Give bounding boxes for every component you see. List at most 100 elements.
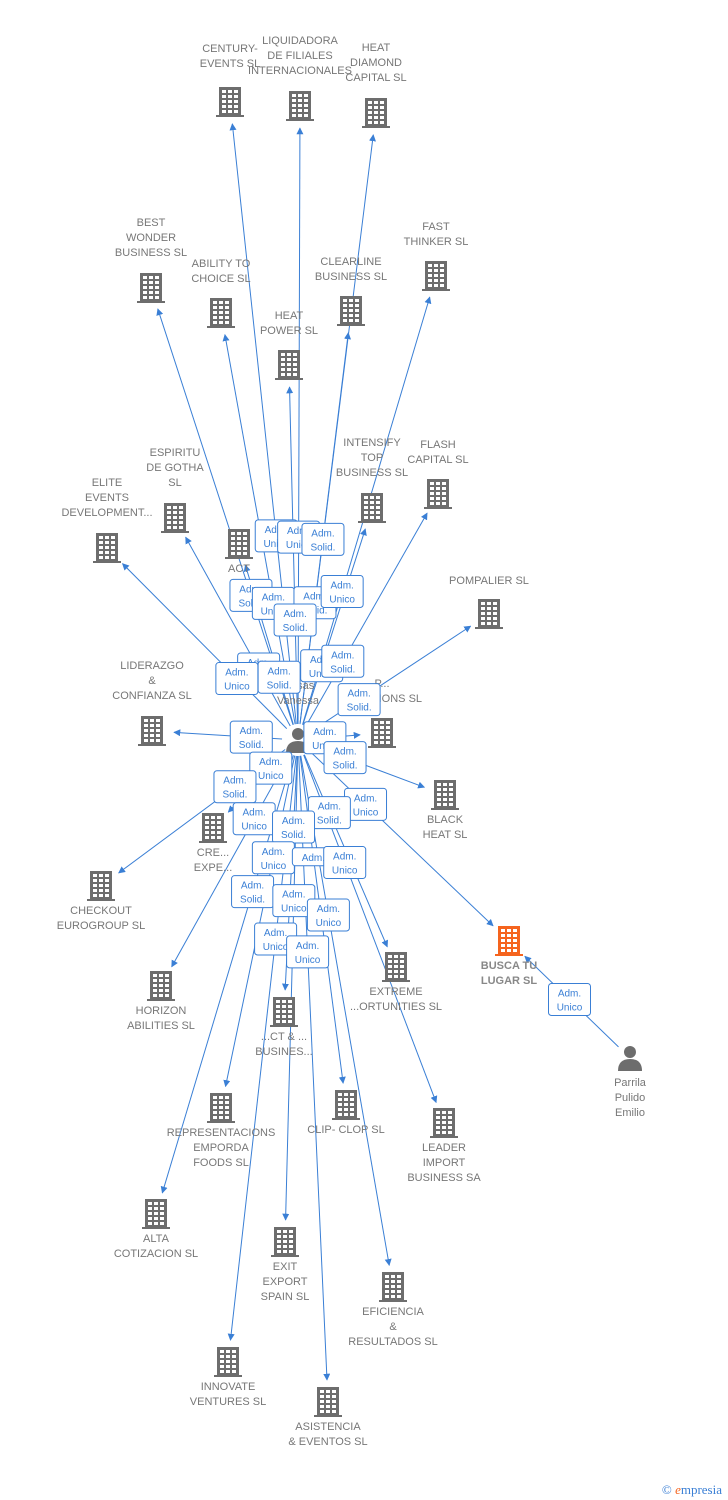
- building-icon: [422, 261, 450, 291]
- building-icon: [430, 1108, 458, 1138]
- company-node-act[interactable]: ACT: [225, 529, 253, 575]
- company-node-asistencia[interactable]: ASISTENCIA& EVENTOS SL: [288, 1387, 368, 1448]
- edge-duran-elite: [122, 563, 288, 730]
- edge-label-creexpe[interactable]: Adm.Unico: [249, 751, 293, 785]
- eficiencia-label: EFICIENCIA&RESULTADOS SL: [348, 1306, 437, 1348]
- edge-role-text: Adm.Solid.: [317, 802, 342, 827]
- edge-label-representaciones[interactable]: Adm.Unico: [251, 841, 295, 875]
- company-node-clipclop[interactable]: CLIP- CLOP SL: [307, 1090, 385, 1136]
- person-icon: [618, 1046, 642, 1071]
- edge-role-text: Adm.Unico: [263, 928, 289, 953]
- edge-label-ctbusines[interactable]: Adm.Solid.: [272, 810, 316, 844]
- brand-name: mpresia: [680, 1482, 722, 1497]
- building-icon: [495, 926, 523, 956]
- building-icon: [216, 87, 244, 117]
- edge-label-fastthinker[interactable]: Adm.Unico: [320, 575, 364, 609]
- edge-label-asistencia[interactable]: Adm.Unico: [286, 935, 330, 969]
- edge-duran-eficiencia: [300, 755, 392, 1267]
- company-node-ctbusines[interactable]: ...CT & ...BUSINES...: [255, 997, 313, 1058]
- edge-label-horizon[interactable]: Adm.Unico: [232, 802, 276, 836]
- edge-label-pompalier[interactable]: Adm.Solid.: [337, 683, 381, 717]
- building-icon: [362, 98, 390, 128]
- edge-role-text: Adm.Solid.: [238, 584, 263, 609]
- edge-role-text: Adm.Unico: [261, 847, 287, 872]
- act-label: ACT: [228, 563, 250, 575]
- building-icon: [382, 952, 410, 982]
- edge-role-text: Adm.Unico: [316, 904, 342, 929]
- edges-layer: [118, 123, 619, 1381]
- building-icon: [286, 91, 314, 121]
- building-icon: [207, 1093, 235, 1123]
- edge-label-blackheat[interactable]: Adm.Solid.: [323, 741, 367, 775]
- edge-duran-intensify: [302, 528, 367, 725]
- pompalier-label: POMPALIER SL: [449, 575, 529, 587]
- edge-role-text: Adm.Unico: [557, 989, 583, 1014]
- company-node-extreme[interactable]: EXTREME...ORTUNITIES SL: [350, 952, 442, 1013]
- edge-duran-espiritu: [185, 536, 291, 727]
- edge-role-text: Adm.Solid.: [239, 726, 264, 751]
- building-icon: [137, 273, 165, 303]
- building-icon: [147, 971, 175, 1001]
- company-node-eficiencia[interactable]: EFICIENCIA&RESULTADOS SL: [348, 1272, 438, 1348]
- edge-role-text: Adm.Unico: [261, 592, 287, 617]
- edge-label-flashcapital[interactable]: Adm.Solid.: [321, 644, 365, 678]
- edge-label-act[interactable]: Adm.Solid.: [257, 660, 301, 694]
- company-node-pompalier[interactable]: POMPALIER SL: [449, 575, 529, 629]
- company-node-century[interactable]: CENTURY-EVENTS SL: [200, 43, 261, 117]
- edge-label-heatdiamond[interactable]: Adm.Solid.: [301, 522, 345, 556]
- edge-label-liderazgo[interactable]: Adm.Solid.: [229, 720, 273, 754]
- edge-label-elite[interactable]: Adm.Unico: [215, 662, 259, 696]
- building-icon: [379, 1272, 407, 1302]
- company-node-liderazgo[interactable]: LIDERAZGO&CONFIANZA SL: [112, 660, 192, 746]
- edge-role-text: Adm.Solid.: [281, 816, 306, 841]
- edge-label-altacotizacion[interactable]: Adm.Solid.: [231, 875, 275, 909]
- edge-role-text: Adm.: [302, 853, 325, 864]
- building-icon: [475, 599, 503, 629]
- edge-label-buscatulugar[interactable]: Adm.Unico: [548, 983, 591, 1016]
- edge-label-heatpower[interactable]: Adm.Solid.: [273, 603, 317, 637]
- edge-label-checkout[interactable]: Adm.Solid.: [213, 770, 257, 804]
- company-node-creexpe[interactable]: CRE...EXPE...: [194, 813, 233, 874]
- edge-label-leaderimport[interactable]: Adm.Unico: [323, 846, 367, 880]
- edge-duran-buscatulugar: [309, 750, 494, 927]
- asistencia-label: ASISTENCIA& EVENTOS SL: [288, 1421, 367, 1448]
- edge-label-eficiencia[interactable]: Adm.Unico: [306, 898, 350, 932]
- edge-label-buscatulugar[interactable]: Adm.Unico: [344, 787, 388, 821]
- creexpe-label: CRE...EXPE...: [194, 847, 233, 874]
- building-icon: [358, 493, 386, 523]
